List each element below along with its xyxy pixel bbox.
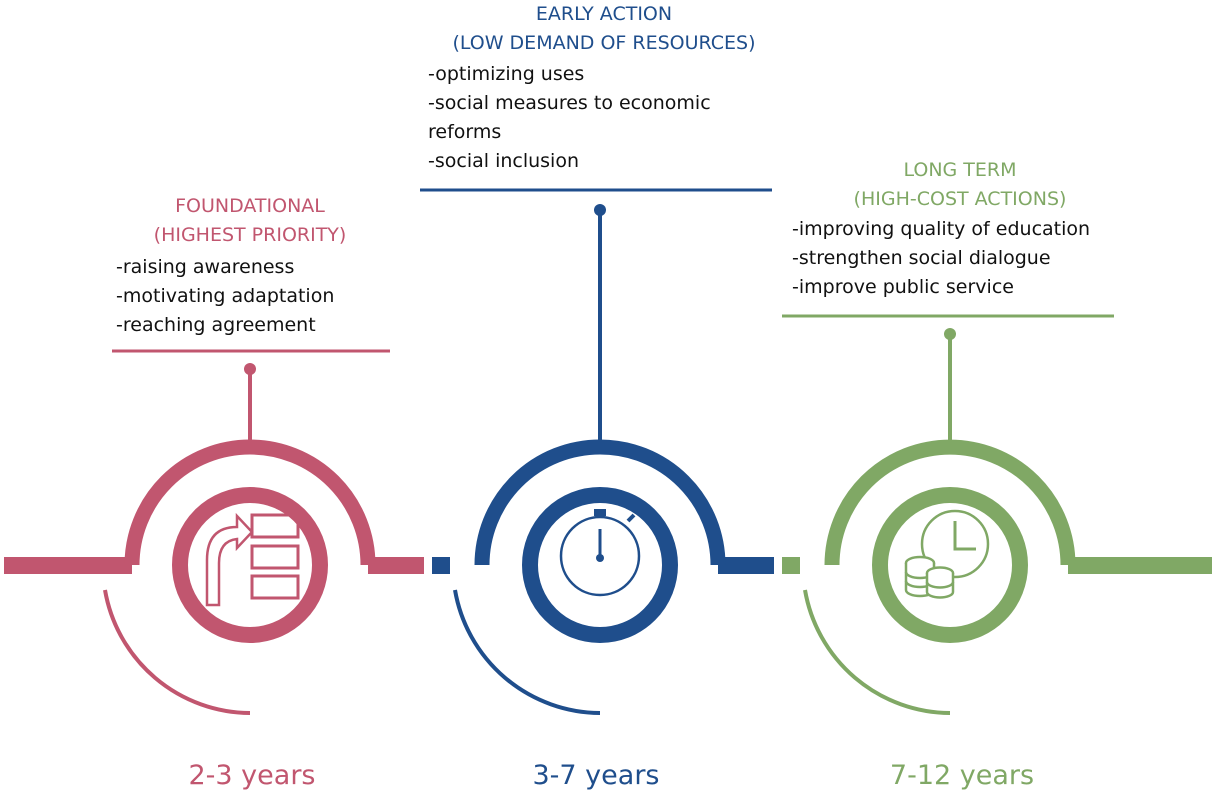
- list-item: -optimizing uses: [428, 63, 585, 85]
- stage3-items: -improving quality of education -strengt…: [792, 215, 1090, 302]
- list-item: -raising awareness: [116, 256, 295, 278]
- list-item: -social measures to economic: [428, 92, 711, 114]
- stage1-duration: 2-3 years: [188, 760, 316, 791]
- list-item: -improving quality of education: [792, 218, 1091, 240]
- stage2-subtitle-text: (LOW DEMAND OF RESOURCES): [452, 32, 756, 54]
- stage2-connector-dot: [594, 204, 606, 216]
- stage1-right-bar: [368, 557, 424, 574]
- list-item: -improve public service: [792, 276, 1014, 298]
- stage3-subtitle-text: (HIGH-COST ACTIONS): [853, 188, 1067, 210]
- stage1-left-bar: [4, 557, 132, 574]
- documents-arrow-icon: [205, 512, 300, 607]
- stage1-outer-arc: [124, 439, 376, 566]
- stage1-title: FOUNDATIONAL (HIGHEST PRIORITY): [120, 192, 380, 250]
- stage2-title: EARLY ACTION (LOW DEMAND OF RESOURCES): [404, 0, 804, 58]
- stage2-left-bar: [432, 557, 450, 574]
- list-item: -strengthen social dialogue: [792, 247, 1051, 269]
- stage3-lower-arc: [803, 589, 951, 715]
- stage3-graphic: [782, 314, 1212, 715]
- stage1-title-text: FOUNDATIONAL: [175, 195, 325, 217]
- stage1-lower-arc: [103, 589, 251, 715]
- stage3-inner-ring: [872, 487, 1028, 643]
- list-item: -social inclusion: [428, 150, 579, 172]
- stage1-connector-dot: [244, 363, 256, 375]
- stage2-right-bar: [718, 557, 774, 574]
- stopwatch-icon: [559, 509, 641, 597]
- stage1-subtitle-text: (HIGHEST PRIORITY): [153, 224, 347, 246]
- stage3-connector-dot: [944, 328, 956, 340]
- stage2-duration: 3-7 years: [532, 760, 660, 791]
- stage3-title: LONG TERM (HIGH-COST ACTIONS): [830, 156, 1090, 214]
- stage3-title-text: LONG TERM: [903, 159, 1017, 181]
- stage2-outer-arc: [474, 439, 726, 566]
- list-item: reforms: [428, 121, 502, 143]
- clock-coins-icon: [904, 509, 990, 599]
- list-item: -motivating adaptation: [116, 285, 335, 307]
- stage2-title-text: EARLY ACTION: [535, 3, 673, 25]
- stage2-lower-arc: [453, 589, 601, 715]
- stage1-items: -raising awareness -motivating adaptatio…: [116, 253, 334, 340]
- stage1-inner-ring: [172, 487, 328, 643]
- stage2-inner-ring: [522, 487, 678, 643]
- stage1-graphic: [4, 349, 424, 715]
- stage3-left-bar: [782, 557, 800, 574]
- stage3-outer-arc: [824, 439, 1076, 566]
- list-item: -reaching agreement: [116, 314, 316, 336]
- stage3-right-bar: [1068, 557, 1212, 574]
- stage2-graphic: [420, 188, 774, 715]
- stage3-duration: 7-12 years: [889, 760, 1035, 791]
- stage2-items: -optimizing uses -social measures to eco…: [428, 60, 711, 176]
